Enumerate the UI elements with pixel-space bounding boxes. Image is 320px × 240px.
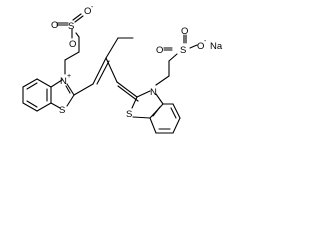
bond <box>75 32 80 38</box>
atom-o: O <box>197 41 204 52</box>
right-benzothiazole <box>131 90 181 134</box>
atom-s: S <box>126 109 132 120</box>
atom-s: S <box>68 21 74 32</box>
atom-n: N <box>150 87 157 98</box>
atom-labels: O S O - O N + S N S O S O O - Na <box>51 4 223 120</box>
atom-o: O <box>181 26 188 37</box>
bond <box>65 85 71 94</box>
bond <box>189 44 198 49</box>
bond <box>131 96 138 109</box>
bond <box>72 13 82 21</box>
bond <box>73 83 94 96</box>
atom-n: N <box>60 76 67 87</box>
bond <box>172 117 181 134</box>
bond <box>22 102 38 112</box>
bond <box>170 107 177 119</box>
atom-o: O <box>51 20 58 31</box>
left-propylsulfonate <box>56 13 84 75</box>
methine-bridge <box>73 37 139 102</box>
counterion-na: Na <box>210 41 223 52</box>
chemical-structure: O S O - O N + S N S O S O O - Na <box>22 4 223 134</box>
bond <box>74 15 84 23</box>
bond <box>36 102 52 112</box>
bond <box>66 83 75 96</box>
bond <box>117 85 139 102</box>
charge-minus: - <box>204 38 207 45</box>
atom-s: S <box>180 45 186 56</box>
bond <box>172 103 181 119</box>
bond <box>155 75 170 86</box>
bond <box>136 90 151 98</box>
bond <box>116 81 138 98</box>
bond <box>155 93 164 105</box>
bond <box>64 51 80 61</box>
bond <box>50 102 61 109</box>
bond <box>36 78 52 88</box>
atom-s: S <box>59 105 65 116</box>
charge-minus: - <box>91 4 94 11</box>
atom-o: O <box>156 45 163 56</box>
bond <box>149 117 157 134</box>
bond <box>26 100 38 108</box>
bond <box>132 116 151 119</box>
atom-o: O <box>69 39 76 50</box>
bond <box>22 78 38 88</box>
bond <box>92 57 107 85</box>
bond <box>105 37 119 59</box>
bond <box>105 57 118 83</box>
bond <box>26 82 38 90</box>
bond <box>152 106 161 117</box>
charge-plus: + <box>67 73 71 80</box>
left-benzothiazole <box>22 78 75 112</box>
bond <box>50 79 63 88</box>
bond <box>66 94 75 107</box>
atom-o: O <box>84 6 91 17</box>
bond <box>96 60 110 85</box>
bond <box>168 53 178 62</box>
right-propylsulfonate <box>155 34 198 86</box>
